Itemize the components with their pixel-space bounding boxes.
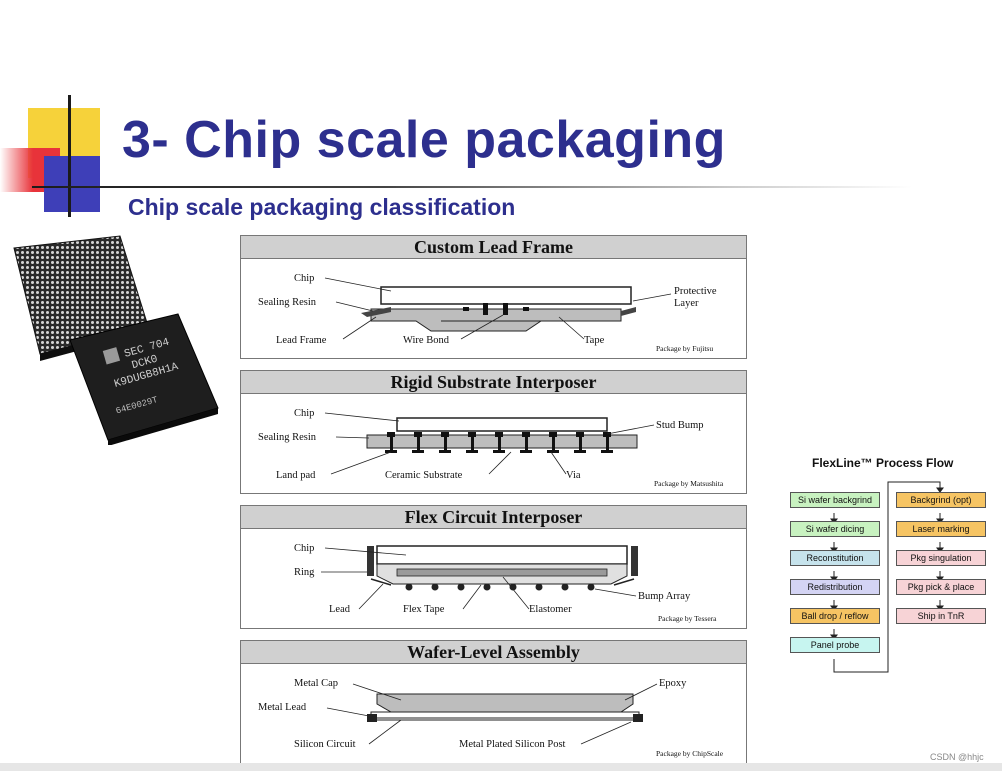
flow-step-reconstitution: Reconstitution: [790, 550, 880, 566]
label-ring: Ring: [294, 567, 315, 578]
flow-step-backgrind-opt: Backgrind (opt): [896, 492, 986, 508]
label-wire-bond: Wire Bond: [403, 335, 450, 346]
label-chip: Chip: [294, 408, 314, 419]
label-silicon-circuit: Silicon Circuit: [294, 739, 356, 750]
label-layer: Layer: [674, 298, 699, 309]
deco-vertical-line: [68, 95, 71, 217]
flow-step-redistribution: Redistribution: [790, 579, 880, 595]
bga-chip-photo: SEC 704 DCK0 K9DUGB8H1A 64E0029T: [13, 235, 219, 445]
panel-wafer-level: Wafer-Level Assembly Metal Cap Epoxy Met…: [240, 640, 747, 764]
panel-flex-circuit: Flex Circuit Interposer Chip Ring Lead F…: [240, 505, 747, 629]
panel-heading: Rigid Substrate Interposer: [241, 371, 746, 394]
panel-heading: Wafer-Level Assembly: [241, 641, 746, 664]
panel-credit: Package by Fujitsu: [656, 344, 713, 353]
slide-subtitle: Chip scale packaging classification: [128, 194, 516, 220]
flex-circuit-diagram: Chip Ring Lead Flex Tape Elastomer Bump …: [294, 543, 717, 623]
deco-blue-square: [44, 156, 100, 212]
flow-step-pkg-pick-place: Pkg pick & place: [896, 579, 986, 595]
lead-frame-diagram: Chip Sealing Resin Lead Frame Wire Bond …: [258, 273, 717, 353]
label-stud-bump: Stud Bump: [656, 420, 704, 431]
label-lead: Lead: [329, 604, 351, 615]
label-protective: Protective: [674, 286, 717, 297]
panel-credit: Package by ChipScale: [656, 749, 724, 758]
panel-heading: Flex Circuit Interposer: [241, 506, 746, 529]
deco-horizontal-line: [32, 186, 912, 188]
watermark: CSDN @hhjc: [930, 752, 984, 762]
label-sealing-resin: Sealing Resin: [258, 297, 317, 308]
label-metal-plated-silicon-post: Metal Plated Silicon Post: [459, 739, 566, 750]
label-via: Via: [566, 470, 581, 481]
label-lead-frame: Lead Frame: [276, 335, 327, 346]
label-chip: Chip: [294, 273, 314, 284]
wafer-level-diagram: Metal Cap Epoxy Metal Lead Silicon Circu…: [258, 678, 724, 758]
rigid-substrate-diagram: Chip Sealing Resin Land pad Ceramic Subs…: [258, 408, 724, 488]
flow-step-laser-marking: Laser marking: [896, 521, 986, 537]
label-chip: Chip: [294, 543, 314, 554]
label-bump-array: Bump Array: [638, 591, 691, 602]
panel-credit: Package by Matsushita: [654, 479, 724, 488]
flow-step-si-wafer-dicing: Si wafer dicing: [790, 521, 880, 537]
label-ceramic-substrate: Ceramic Substrate: [385, 470, 463, 481]
label-elastomer: Elastomer: [529, 604, 572, 615]
label-epoxy: Epoxy: [659, 678, 687, 689]
panel-rigid-substrate: Rigid Substrate Interposer Chip Sealing …: [240, 370, 747, 494]
flow-step-si-wafer-backgrind: Si wafer backgrind: [790, 492, 880, 508]
footer-bar: [0, 763, 1002, 771]
label-land-pad: Land pad: [276, 470, 316, 481]
panel-credit: Package by Tessera: [658, 614, 717, 623]
label-flex-tape: Flex Tape: [403, 604, 445, 615]
flow-title: FlexLine™ Process Flow: [812, 456, 954, 470]
label-metal-lead: Metal Lead: [258, 702, 307, 713]
label-tape: Tape: [584, 335, 605, 346]
slide-title: 3- Chip scale packaging: [122, 111, 726, 169]
flow-step-ball-drop-reflow: Ball drop / reflow: [790, 608, 880, 624]
flow-step-ship-in-tnr: Ship in TnR: [896, 608, 986, 624]
label-metal-cap: Metal Cap: [294, 678, 338, 689]
panel-custom-lead-frame: Custom Lead Frame Chip Sealing Resin Lea…: [240, 235, 747, 359]
flow-step-pkg-singulation: Pkg singulation: [896, 550, 986, 566]
label-sealing-resin: Sealing Resin: [258, 432, 317, 443]
panel-heading: Custom Lead Frame: [241, 236, 746, 259]
flow-step-panel-probe: Panel probe: [790, 637, 880, 653]
